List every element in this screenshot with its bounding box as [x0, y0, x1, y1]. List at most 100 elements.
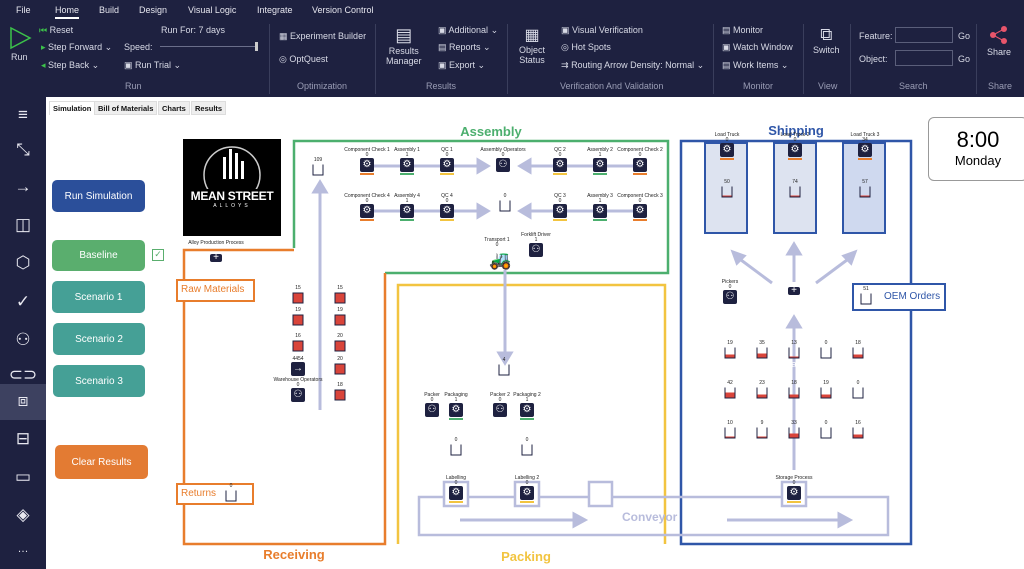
run-button[interactable]: Run — [8, 26, 32, 62]
queue[interactable] — [852, 427, 864, 439]
queue[interactable] — [499, 200, 511, 212]
queue[interactable] — [521, 444, 533, 456]
plus-node[interactable]: + — [788, 286, 800, 296]
plus-node[interactable]: + — [210, 253, 222, 263]
more-icon[interactable]: … — [17, 543, 29, 555]
switch-button[interactable]: ⧉ Switch — [813, 25, 840, 55]
work-items-button[interactable]: ▤ Work Items ⌄ — [722, 60, 789, 70]
queue[interactable] — [756, 387, 768, 399]
gear-node[interactable]: ⚙ — [593, 158, 607, 172]
gear-node[interactable]: ⚙ — [787, 486, 801, 500]
step-back-button[interactable]: ◂ Step Back ⌄ — [41, 60, 100, 70]
clear-results-button[interactable]: Clear Results — [55, 445, 148, 479]
baseline-checkbox[interactable]: ✓ — [152, 249, 164, 261]
queue[interactable] — [450, 444, 462, 456]
visual-verification-button[interactable]: ▣ Visual Verification — [561, 25, 643, 36]
queue[interactable] — [334, 340, 346, 352]
queue[interactable] — [724, 387, 736, 399]
arrow-right-icon[interactable]: → — [14, 177, 32, 196]
gear-node[interactable]: ⚙ — [400, 204, 414, 218]
menu-version-control[interactable]: Version Control — [312, 5, 374, 15]
queue[interactable] — [788, 427, 800, 439]
share-button[interactable]: Share — [987, 25, 1011, 57]
feature-go-button[interactable]: Go — [958, 31, 971, 41]
gear-node[interactable]: ⚙ — [449, 403, 463, 417]
person-icon[interactable]: ⚇ — [15, 330, 31, 349]
queue[interactable] — [859, 186, 871, 198]
arrow-node[interactable]: → — [291, 362, 305, 376]
gear-node[interactable]: ⚙ — [400, 158, 414, 172]
queue[interactable] — [225, 490, 237, 502]
tab-results[interactable]: Results — [191, 101, 227, 115]
queue[interactable] — [789, 186, 801, 198]
tab-bill-of-materials[interactable]: Bill of Materials — [94, 101, 158, 115]
feature-input[interactable] — [895, 27, 953, 43]
queue[interactable] — [724, 427, 736, 439]
queue-icon[interactable]: ◫ — [14, 215, 32, 234]
monitor-button[interactable]: ▤ Monitor — [722, 25, 763, 36]
window-icon[interactable]: ▭ — [14, 467, 32, 486]
run-simulation-button[interactable]: Run Simulation — [52, 180, 145, 212]
person-node[interactable]: ⚇ — [425, 403, 439, 417]
queue[interactable] — [852, 387, 864, 399]
person-node[interactable]: ⚇ — [529, 243, 543, 257]
person-node[interactable]: ⚇ — [291, 388, 305, 402]
object-go-button[interactable]: Go — [958, 54, 971, 64]
results-manager-button[interactable]: ▤ Results Manager — [386, 25, 422, 66]
queue[interactable] — [820, 347, 832, 359]
scenario-1-button[interactable]: Scenario 1 — [52, 281, 145, 313]
queue[interactable] — [292, 314, 304, 326]
gear-node[interactable]: ⚙ — [360, 158, 374, 172]
queue[interactable] — [820, 427, 832, 439]
hot-spots-button[interactable]: ◎ Hot Spots — [561, 42, 611, 53]
gear-node[interactable]: ⚙ — [553, 158, 567, 172]
gear-node[interactable]: ⚙ — [520, 403, 534, 417]
resize-icon[interactable]: ⤡ — [16, 140, 30, 159]
gear-node[interactable]: ⚙ — [449, 486, 463, 500]
additional-button[interactable]: ▣ Additional ⌄ — [438, 25, 499, 35]
gear-node[interactable]: ⚙ — [633, 158, 647, 172]
tab-charts[interactable]: Charts — [158, 101, 190, 115]
queue[interactable] — [860, 293, 872, 305]
menu-integrate[interactable]: Integrate — [257, 5, 293, 15]
resource-icon[interactable]: ⊟ — [15, 429, 31, 448]
gear-node[interactable]: ⚙ — [858, 143, 872, 157]
queue[interactable] — [852, 347, 864, 359]
object-status-button[interactable]: ▦ Object Status — [519, 25, 545, 65]
queue[interactable] — [312, 164, 324, 176]
process-icon[interactable]: ⧈ — [0, 384, 46, 420]
menu-file[interactable]: File — [16, 5, 31, 15]
queue[interactable] — [292, 340, 304, 352]
queue[interactable] — [788, 387, 800, 399]
gear-node[interactable]: ⚙ — [360, 204, 374, 218]
watch-window-button[interactable]: ▣ Watch Window — [722, 42, 793, 53]
scenario-3-button[interactable]: Scenario 3 — [53, 365, 145, 397]
gear-node[interactable]: ⚙ — [633, 204, 647, 218]
menu-design[interactable]: Design — [139, 5, 168, 15]
queue[interactable] — [756, 347, 768, 359]
step-forward-button[interactable]: ▸ Step Forward ⌄ — [41, 42, 113, 52]
gear-node[interactable]: ⚙ — [593, 204, 607, 218]
speed-slider[interactable] — [160, 42, 258, 51]
gear-node[interactable]: ⚙ — [720, 143, 734, 157]
menu-build[interactable]: Build — [99, 5, 120, 15]
person-node[interactable]: ⚇ — [496, 158, 510, 172]
export-button[interactable]: ▣ Export ⌄ — [438, 60, 486, 70]
queue[interactable] — [820, 387, 832, 399]
menu-icon[interactable]: ≡ — [18, 105, 28, 124]
queue[interactable] — [788, 347, 800, 359]
link-icon[interactable]: ⊂⊃ — [8, 365, 38, 379]
gear-node[interactable]: ⚙ — [520, 486, 534, 500]
reports-button[interactable]: ▤ Reports ⌄ — [438, 42, 491, 52]
routing-density-dropdown[interactable]: ⇉ Routing Arrow Density: Normal ⌄ — [561, 60, 705, 70]
queue[interactable] — [724, 347, 736, 359]
menu-home[interactable]: Home — [55, 5, 80, 19]
gear-icon[interactable]: ⬡ — [15, 253, 31, 272]
person-node[interactable]: ⚇ — [493, 403, 507, 417]
menu-visual-logic[interactable]: Visual Logic — [188, 5, 237, 15]
diamond-icon[interactable]: ◈ — [16, 505, 30, 524]
queue[interactable] — [334, 363, 346, 375]
reset-button[interactable]: ⏮ Reset — [39, 25, 73, 36]
baseline-button[interactable]: Baseline — [52, 240, 145, 271]
gear-node[interactable]: ⚙ — [788, 143, 802, 157]
